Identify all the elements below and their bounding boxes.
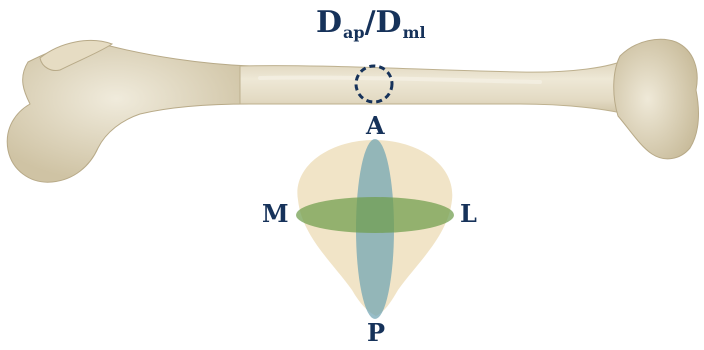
femur-distal-end [614,39,699,158]
ratio-sub-2: ml [403,23,426,42]
anterior-label: A [366,114,385,138]
ratio-main-2: D [376,5,402,40]
cross-section [296,139,454,319]
diameter-ratio-label: Dap/Dml [316,8,426,41]
femur-shaft [240,58,640,118]
ratio-slash: / [365,5,376,40]
medial-label: M [262,202,289,226]
ml-diameter-ellipse [296,197,454,233]
ratio-main-1: D [316,5,342,40]
ratio-sub-1: ap [343,23,365,42]
posterior-label: P [367,321,385,345]
lateral-label: L [460,202,477,226]
